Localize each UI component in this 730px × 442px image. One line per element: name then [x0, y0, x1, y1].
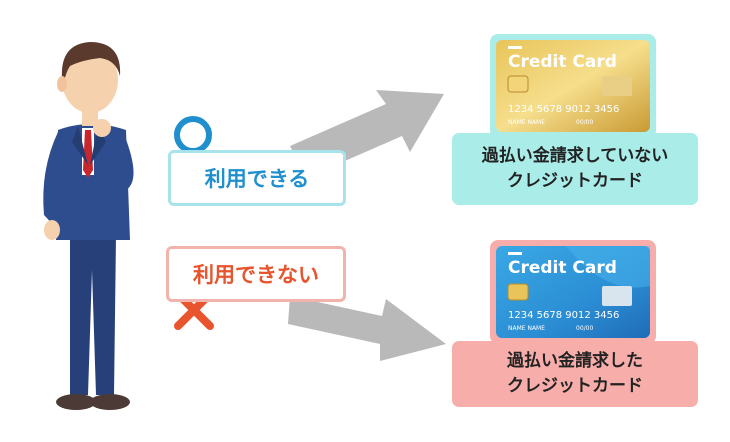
claimed-card-box: 過払い金請求した クレジットカード — [452, 341, 698, 407]
claimed-line1: 過払い金請求した — [507, 351, 643, 371]
blue-card-title: Credit Card — [508, 258, 617, 278]
blue-card-number: 1234 5678 9012 3456 — [508, 310, 620, 321]
cannot-use-text: 利用できない — [193, 263, 319, 287]
gold-card-number: 1234 5678 9012 3456 — [508, 104, 620, 115]
businessman-illustration — [43, 42, 134, 410]
gold-card-name: NAME NAME — [508, 119, 546, 126]
arrow-to-blue-card — [288, 296, 446, 361]
blue-card-name: NAME NAME — [508, 325, 546, 332]
cannot-use-label: 利用できない — [166, 246, 346, 302]
gold-credit-card — [496, 40, 650, 132]
can-use-label: 利用できる — [168, 150, 346, 206]
blue-credit-card — [496, 246, 650, 338]
blue-card-expiry: 00/00 — [576, 325, 594, 332]
claimed-line2: クレジットカード — [507, 376, 643, 396]
no-claim-line1: 過払い金請求していない — [481, 146, 669, 166]
gold-card-expiry: 00/00 — [576, 119, 594, 126]
no-claim-line2: クレジットカード — [507, 171, 643, 191]
can-use-text: 利用できる — [204, 167, 310, 191]
gold-card-title: Credit Card — [508, 52, 617, 72]
no-claim-card-box: 過払い金請求していない クレジットカード — [452, 133, 698, 205]
